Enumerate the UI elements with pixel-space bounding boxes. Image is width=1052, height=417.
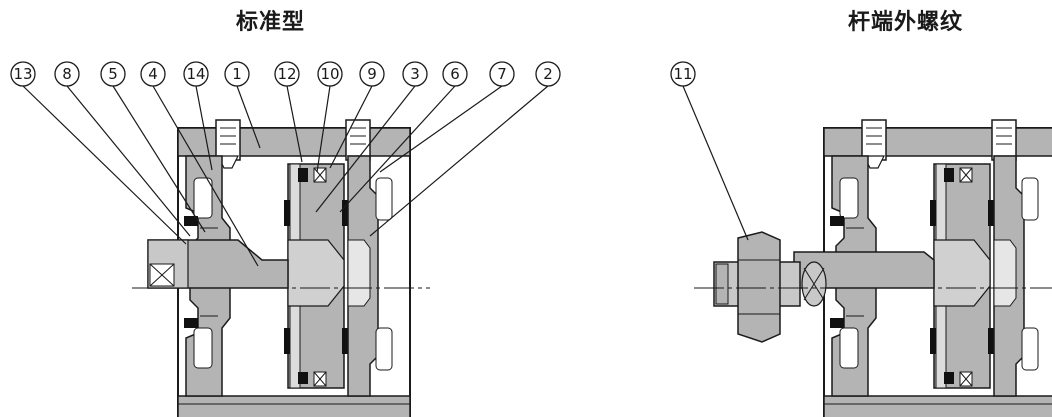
callout-1: 1 xyxy=(232,65,242,83)
callout-4: 4 xyxy=(148,65,158,83)
callout-12: 12 xyxy=(277,65,296,83)
callout-8: 8 xyxy=(62,65,72,83)
rod-end-leader-line xyxy=(682,85,749,241)
rod-end-callouts: 11 xyxy=(670,61,696,87)
callout-3: 3 xyxy=(410,65,420,83)
rod-end-male-thread-diagram xyxy=(694,119,1052,417)
callout-13: 13 xyxy=(13,65,32,83)
callout-6: 6 xyxy=(450,65,460,83)
callout-10: 10 xyxy=(320,65,339,83)
callout-5: 5 xyxy=(108,65,118,83)
callout-9: 9 xyxy=(367,65,377,83)
rod-end-male-thread-title: 杆端外螺纹 xyxy=(848,10,964,35)
standard-type-title: 标准型 xyxy=(236,10,306,35)
standard-callouts: 13 8 5 4 14 1 12 10 9 3 6 7 2 xyxy=(10,61,561,87)
standard-type-diagram xyxy=(132,119,430,417)
callout-14: 14 xyxy=(186,65,205,83)
standard-leader-lines xyxy=(22,85,549,267)
callout-11: 11 xyxy=(673,65,692,83)
callout-7: 7 xyxy=(497,65,507,83)
callout-2: 2 xyxy=(543,65,553,83)
